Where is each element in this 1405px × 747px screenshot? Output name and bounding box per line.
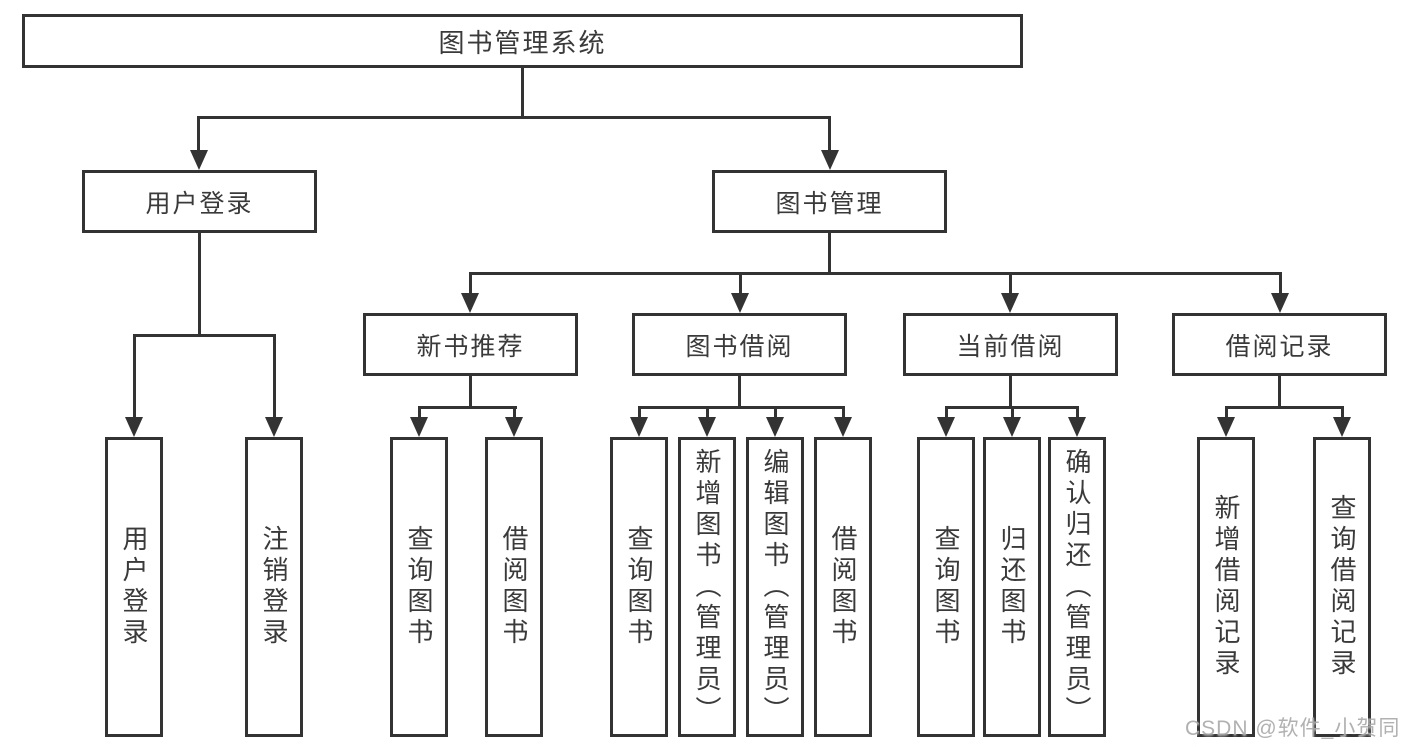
leaf-label: 归还图书 bbox=[997, 525, 1027, 649]
leaf-label: 新增借阅记录 bbox=[1211, 494, 1241, 680]
node-label: 借阅记录 bbox=[1225, 332, 1334, 361]
leaf-add-borrow-record: 新增借阅记录 bbox=[1197, 437, 1255, 737]
leaf-label: 查询图书 bbox=[931, 525, 961, 649]
arrowhead-icon bbox=[834, 417, 852, 437]
arrowhead-icon bbox=[1003, 417, 1021, 437]
node-label: 图书管理系统 bbox=[438, 27, 607, 58]
arrowhead-icon bbox=[410, 417, 428, 437]
connector-to-book-borrow bbox=[739, 272, 742, 297]
connector-to-new-book bbox=[469, 272, 472, 297]
arrowhead-icon bbox=[1217, 417, 1235, 437]
leaf-label: 借阅图书 bbox=[499, 525, 529, 649]
leaf-label: 借阅图书 bbox=[828, 525, 858, 649]
leaf-query-borrow-record: 查询借阅记录 bbox=[1313, 437, 1371, 737]
connector-current-borrow-stem bbox=[1009, 376, 1012, 408]
node-label: 用户登录 bbox=[145, 189, 254, 218]
connector-borrow-records-stem bbox=[1278, 376, 1281, 408]
connector-leaf-stem bbox=[1011, 406, 1014, 419]
connector-to-book-management bbox=[828, 116, 831, 152]
leaf-label: 注销登录 bbox=[259, 525, 289, 649]
connector-book-borrow-bar bbox=[638, 406, 845, 409]
arrowhead-icon bbox=[731, 293, 749, 313]
connector-leaf-stem bbox=[1225, 406, 1228, 419]
leaf-query-books-current: 查询图书 bbox=[917, 437, 975, 737]
connector-leaf-stem bbox=[706, 406, 709, 419]
connector-user-login-bar bbox=[133, 334, 276, 337]
leaf-query-books-borrow: 查询图书 bbox=[610, 437, 668, 737]
connector-book-management-stem bbox=[828, 233, 831, 274]
leaf-label: 查询借阅记录 bbox=[1327, 494, 1357, 680]
node-root-system: 图书管理系统 bbox=[22, 14, 1023, 68]
connector-leaf-stem bbox=[1076, 406, 1079, 419]
connector-user-login-stem bbox=[198, 233, 201, 336]
leaf-label: 编辑图书（管理员） bbox=[760, 447, 790, 727]
arrowhead-icon bbox=[821, 150, 839, 170]
arrowhead-icon bbox=[698, 417, 716, 437]
connector-to-borrow-records bbox=[1279, 272, 1282, 297]
node-book-management: 图书管理 bbox=[712, 170, 947, 233]
leaf-logout: 注销登录 bbox=[245, 437, 303, 737]
connector-book-borrow-stem bbox=[738, 376, 741, 408]
node-new-book-recommend: 新书推荐 bbox=[363, 313, 578, 376]
arrowhead-icon bbox=[461, 293, 479, 313]
leaf-confirm-return-admin: 确认归还（管理员） bbox=[1048, 437, 1106, 737]
csdn-watermark: CSDN @软件_小贺同学 bbox=[1185, 717, 1401, 740]
connector-leaf-stem bbox=[842, 406, 845, 419]
arrowhead-icon bbox=[1271, 293, 1289, 313]
node-label: 当前借阅 bbox=[956, 332, 1065, 361]
leaf-label: 用户登录 bbox=[119, 525, 149, 649]
node-borrow-records: 借阅记录 bbox=[1172, 313, 1387, 376]
leaf-add-book-admin: 新增图书（管理员） bbox=[678, 437, 736, 737]
node-current-borrow: 当前借阅 bbox=[903, 313, 1118, 376]
leaf-label: 查询图书 bbox=[624, 525, 654, 649]
arrowhead-icon bbox=[630, 417, 648, 437]
connector-leaf-stem bbox=[418, 406, 421, 419]
node-user-login: 用户登录 bbox=[82, 170, 317, 233]
connector-book-management-bar bbox=[469, 272, 1282, 275]
leaf-query-books-recommend: 查询图书 bbox=[390, 437, 448, 737]
node-label: 新书推荐 bbox=[416, 332, 525, 361]
arrowhead-icon bbox=[937, 417, 955, 437]
connector-to-leaf-user-login bbox=[133, 334, 136, 418]
leaf-edit-book-admin: 编辑图书（管理员） bbox=[746, 437, 804, 737]
arrowhead-icon bbox=[505, 417, 523, 437]
connector-leaf-stem bbox=[513, 406, 516, 419]
connector-to-user-login bbox=[197, 116, 200, 152]
connector-to-leaf-logout bbox=[273, 334, 276, 418]
arrowhead-icon bbox=[125, 417, 143, 437]
connector-to-current-borrow bbox=[1009, 272, 1012, 297]
leaf-return-book: 归还图书 bbox=[983, 437, 1041, 737]
arrowhead-icon bbox=[1001, 293, 1019, 313]
leaf-label: 查询图书 bbox=[404, 525, 434, 649]
arrowhead-icon bbox=[1068, 417, 1086, 437]
connector-new-book-bar bbox=[418, 406, 517, 409]
leaf-label: 确认归还（管理员） bbox=[1062, 447, 1092, 727]
arrowhead-icon bbox=[190, 150, 208, 170]
connector-leaf-stem bbox=[1341, 406, 1344, 419]
connector-new-book-stem bbox=[469, 376, 472, 408]
node-label: 图书借阅 bbox=[685, 332, 794, 361]
node-label: 图书管理 bbox=[775, 189, 884, 218]
node-book-borrow: 图书借阅 bbox=[632, 313, 847, 376]
arrowhead-icon bbox=[766, 417, 784, 437]
arrowhead-icon bbox=[1333, 417, 1351, 437]
arrowhead-icon bbox=[265, 417, 283, 437]
leaf-borrow-books: 借阅图书 bbox=[814, 437, 872, 737]
leaf-borrow-books-recommend: 借阅图书 bbox=[485, 437, 543, 737]
connector-leaf-stem bbox=[945, 406, 948, 419]
connector-root-stem bbox=[521, 68, 524, 118]
leaf-label: 新增图书（管理员） bbox=[692, 447, 722, 727]
connector-leaf-stem bbox=[774, 406, 777, 419]
connector-borrow-records-bar bbox=[1225, 406, 1343, 409]
connector-root-bar bbox=[197, 116, 831, 119]
connector-leaf-stem bbox=[638, 406, 641, 419]
leaf-user-login: 用户登录 bbox=[105, 437, 163, 737]
